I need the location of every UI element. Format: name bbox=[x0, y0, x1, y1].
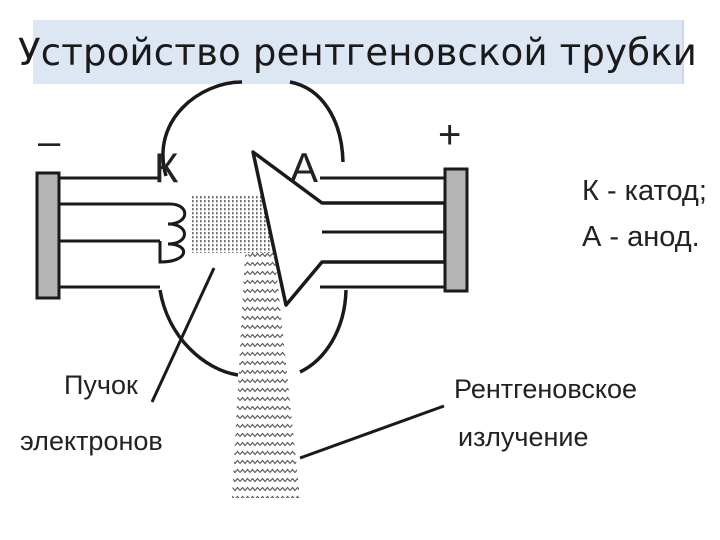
minus-sign: – bbox=[38, 120, 61, 164]
anode-letter: А bbox=[290, 144, 318, 191]
glass-bulb bbox=[158, 80, 348, 377]
xray-beam bbox=[232, 248, 300, 498]
title-band: Устройство рентгеновской трубки bbox=[18, 20, 697, 84]
electron-beam-label-line2: электронов bbox=[20, 426, 163, 456]
filament-coil bbox=[158, 202, 187, 264]
plus-sign: + bbox=[438, 113, 461, 157]
legend-cathode: К - катод; bbox=[582, 175, 707, 207]
electron-beam bbox=[190, 195, 272, 253]
legend-anode: А - анод. bbox=[582, 221, 700, 253]
anode-target bbox=[251, 150, 447, 307]
anode-electrode bbox=[443, 167, 469, 293]
xray-label-line2: излучение bbox=[458, 422, 589, 452]
electron-beam-label-line1: Пучок bbox=[64, 370, 138, 400]
xray-label-line1: Рентгеновское bbox=[454, 374, 637, 404]
xray-pointer bbox=[299, 404, 445, 460]
cathode-letter: К bbox=[154, 144, 179, 191]
slide-title: Устройство рентгеновской трубки bbox=[17, 30, 698, 74]
cathode-electrode bbox=[35, 171, 61, 300]
cathode-assembly bbox=[35, 171, 187, 300]
anode-assembly bbox=[251, 150, 469, 307]
electron-beam-pointer bbox=[150, 267, 216, 403]
